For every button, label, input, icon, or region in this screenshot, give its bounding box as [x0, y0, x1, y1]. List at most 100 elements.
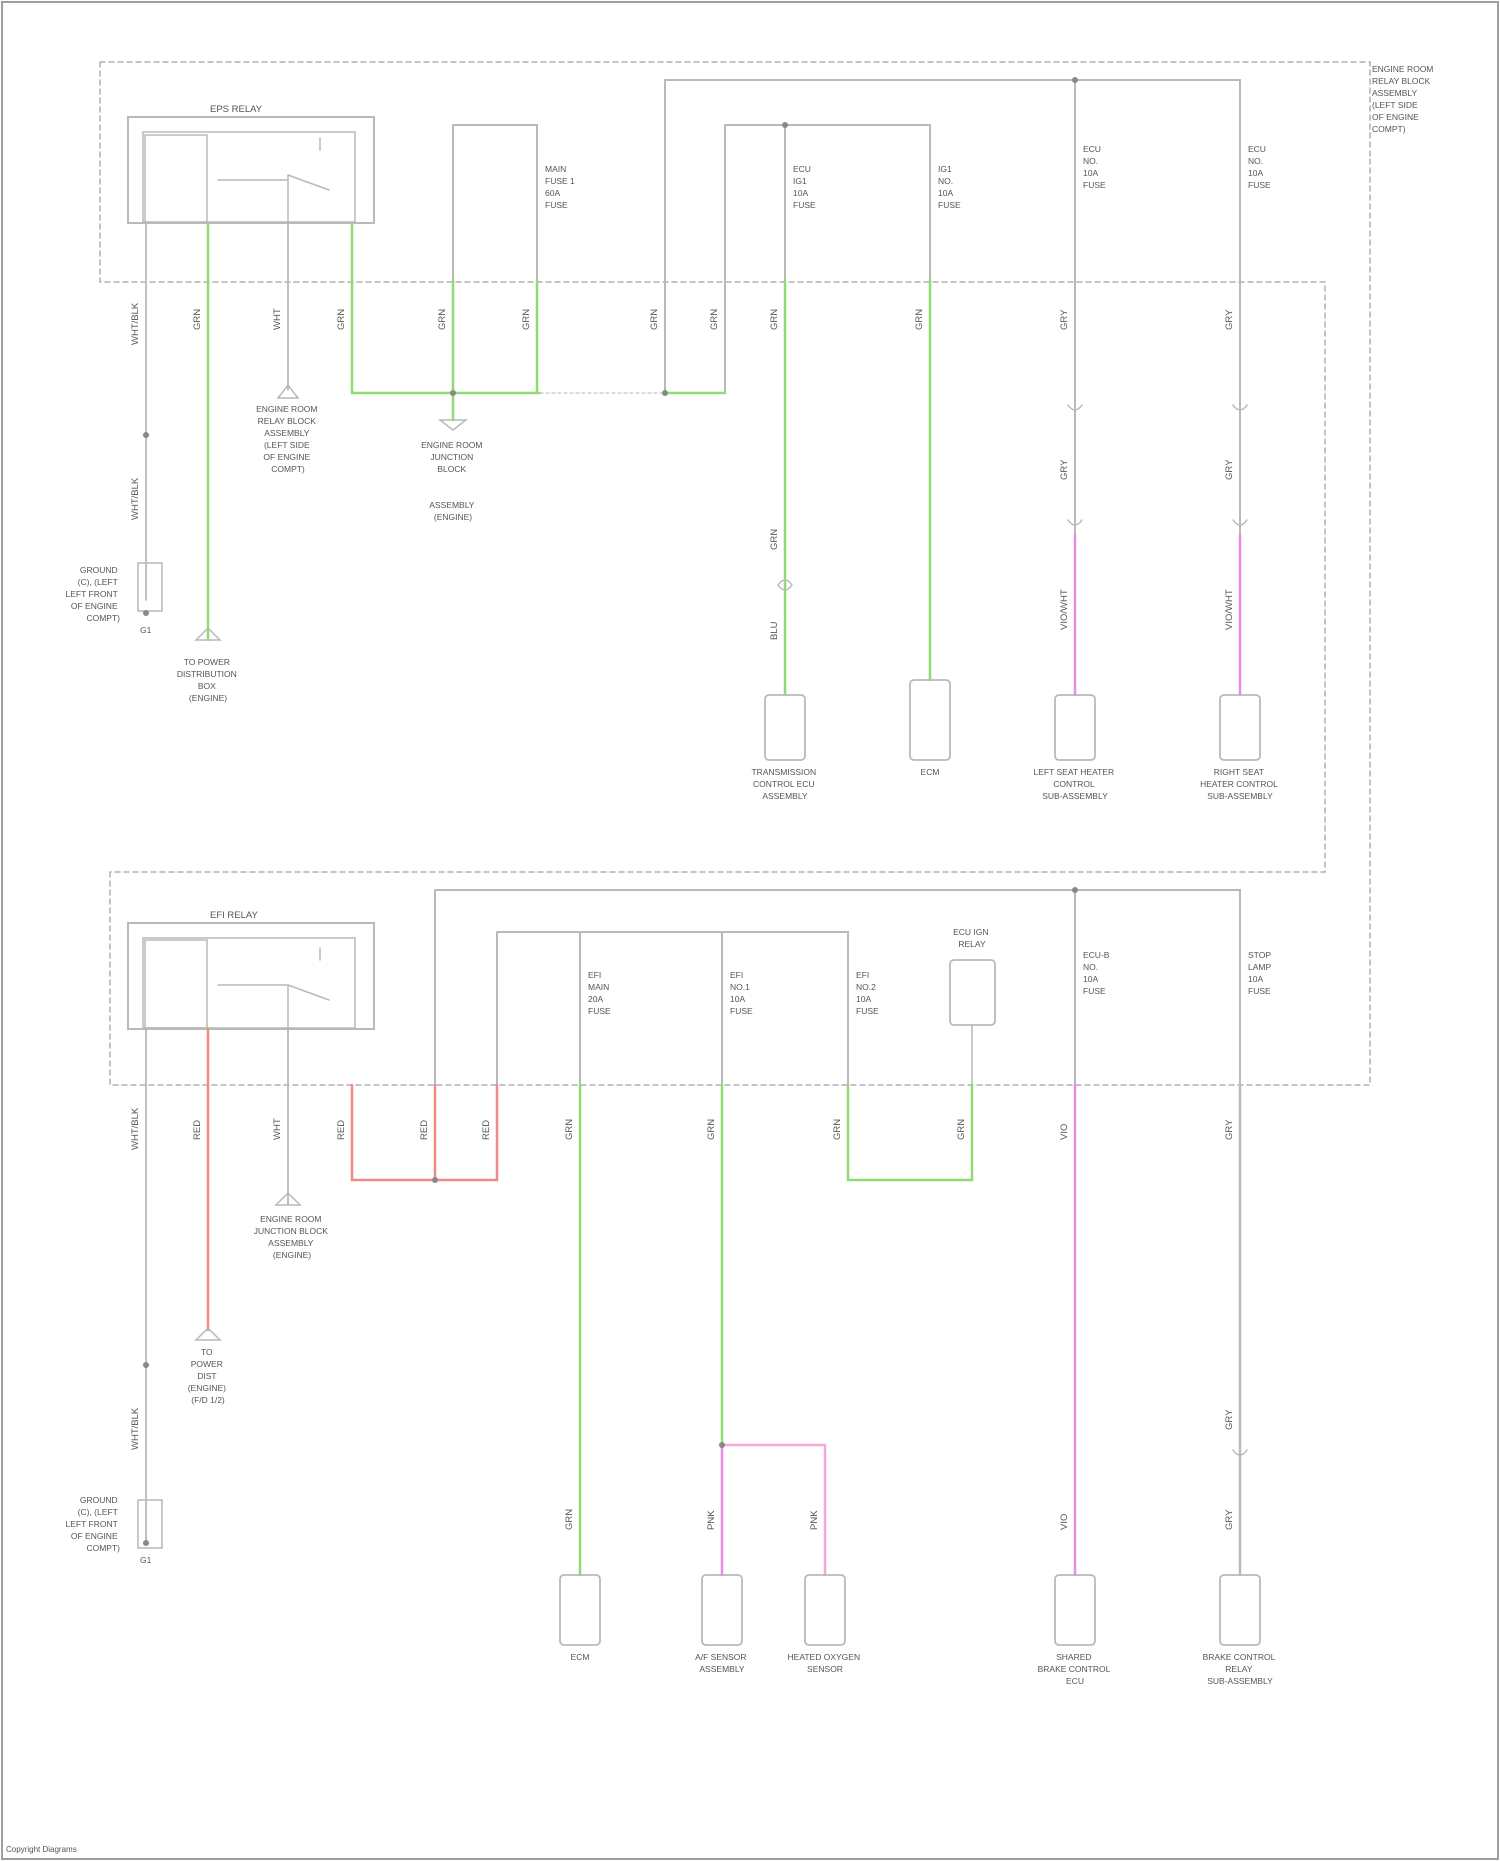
- component-label: HEATED OXYGEN SENSOR: [788, 1652, 863, 1674]
- wire-code: GRY: [1224, 1409, 1235, 1430]
- wire-code: WHT/BLK: [130, 302, 141, 345]
- wire-code: RED: [192, 1120, 203, 1140]
- component-label: A/F SENSOR ASSEMBLY: [695, 1652, 749, 1674]
- component-label: LEFT SEAT HEATER CONTROL SUB-ASSEMBLY: [1034, 767, 1117, 801]
- wire-code: BLU: [769, 621, 780, 640]
- upper-splices: [143, 77, 1078, 616]
- wire-code: RED: [481, 1120, 492, 1140]
- wire-code: GRN: [437, 309, 448, 330]
- wire-code: GRY: [1224, 459, 1235, 480]
- ref-label: ENGINE ROOM RELAY BLOCK ASSEMBLY (LEFT S…: [256, 404, 320, 474]
- wire-code: GRN: [956, 1119, 967, 1140]
- component-icon: [910, 680, 950, 760]
- ground-id: G1: [140, 625, 152, 635]
- ground-id: G1: [140, 1555, 152, 1565]
- footer-copyright: Copyright Diagrams: [6, 1845, 77, 1854]
- efi-relay-box-inner: [143, 938, 355, 1028]
- ground-block: [138, 1500, 162, 1548]
- upper-bus-top: [665, 80, 1240, 393]
- wire-code: GRN: [649, 309, 660, 330]
- fuse-label: IG1NO.10AFUSE: [938, 164, 961, 210]
- wire-code: VIO: [1059, 1124, 1070, 1140]
- ground-block: [138, 563, 162, 611]
- upper-text: EPS RELAY ENGINE ROOM RELAY BLOCK ASSEMB…: [66, 64, 1436, 801]
- splice-icon: [143, 610, 149, 616]
- wire-code: GRN: [832, 1119, 843, 1140]
- wire-code: GRN: [336, 309, 347, 330]
- splice-icon: [143, 1362, 149, 1368]
- lower-green-loop: [848, 1085, 972, 1180]
- wire-code: GRY: [1224, 1119, 1235, 1140]
- wire-code: GRN: [192, 309, 203, 330]
- efi-relay-title: EFI RELAY: [210, 910, 259, 921]
- component-icon: [560, 1575, 600, 1645]
- wire-code: VIO/WHT: [1224, 589, 1235, 630]
- wire-code: GRN: [769, 309, 780, 330]
- component-icon: [805, 1575, 845, 1645]
- fuse-block-label: ENGINE ROOM RELAY BLOCK ASSEMBLY (LEFT S…: [1372, 64, 1436, 134]
- wire-code: RED: [419, 1120, 430, 1140]
- wire-code: GRY: [1059, 309, 1070, 330]
- ref-label: TO POWER DIST (ENGINE) (F/D 1/2): [188, 1347, 229, 1405]
- component-icon: [765, 695, 805, 760]
- eps-relay-coil: [145, 135, 207, 223]
- wire-code: WHT/BLK: [130, 1407, 141, 1450]
- relay-switch-icon: [218, 138, 329, 223]
- lower-bus-mid: [497, 932, 848, 1085]
- splice-icon: [143, 1540, 149, 1546]
- wire-code: GRY: [1059, 459, 1070, 480]
- lower-wire-ho2-pink: [722, 1445, 825, 1575]
- relay-switch-icon: [218, 948, 329, 1029]
- component-icon: [1055, 1575, 1095, 1645]
- ecu-ign-relay-label: ECU IGN RELAY: [953, 927, 991, 949]
- ecu-ign-relay: [950, 960, 995, 1025]
- wire-code: GRN: [564, 1509, 575, 1530]
- component-icon: [702, 1575, 742, 1645]
- wire-code: PNK: [706, 1510, 717, 1530]
- ref-label: ENGINE ROOM JUNCTION BLOCK ASSEMBLY (ENG…: [421, 440, 485, 522]
- wire-code: WHT: [272, 308, 283, 330]
- ref-label: TO POWER DISTRIBUTION BOX (ENGINE): [177, 657, 239, 703]
- component-label: ECM: [571, 1652, 590, 1662]
- lower-section: [110, 157, 1370, 1645]
- wire-code: GRY: [1224, 309, 1235, 330]
- component-label: RIGHT SEAT HEATER CONTROL SUB-ASSEMBLY: [1200, 767, 1280, 801]
- splice-icon: [450, 390, 456, 396]
- component-label: TRANSMISSION CONTROL ECU ASSEMBLY: [751, 767, 818, 801]
- wire-code: WHT/BLK: [130, 1107, 141, 1150]
- splice-icon: [782, 122, 788, 128]
- wire-code: WHT: [272, 1118, 283, 1140]
- wire-code: GRN: [564, 1119, 575, 1140]
- efi-relay-coil: [145, 940, 207, 1028]
- wire-code: GRN: [914, 309, 925, 330]
- wire-code: PNK: [809, 1510, 820, 1530]
- splice-icon: [143, 432, 149, 438]
- connector-icon: [1068, 405, 1247, 525]
- upper-fuse-feed: [453, 125, 537, 280]
- component-label: BRAKE CONTROL RELAY SUB-ASSEMBLY: [1203, 1652, 1278, 1686]
- fuse-label: MAINFUSE 160AFUSE: [545, 164, 575, 210]
- component-label: ECM: [921, 767, 940, 777]
- lower-dashed-block: [110, 157, 1370, 1085]
- upper-bus-mid: [725, 125, 930, 393]
- component-label: SHARED BRAKE CONTROL ECU: [1038, 1652, 1113, 1686]
- component-icon: [1055, 695, 1095, 760]
- ref-label: ENGINE ROOM JUNCTION BLOCK ASSEMBLY (ENG…: [254, 1214, 331, 1260]
- component-icon: [1220, 1575, 1260, 1645]
- wire-code: WHT/BLK: [130, 477, 141, 520]
- splice-icon: [662, 390, 668, 396]
- eps-relay-box-outer: [128, 117, 374, 223]
- wire-code: VIO/WHT: [1059, 589, 1070, 630]
- eps-relay-title: EPS RELAY: [210, 104, 263, 115]
- wire-code: GRN: [706, 1119, 717, 1140]
- splice-icon: [719, 1442, 725, 1448]
